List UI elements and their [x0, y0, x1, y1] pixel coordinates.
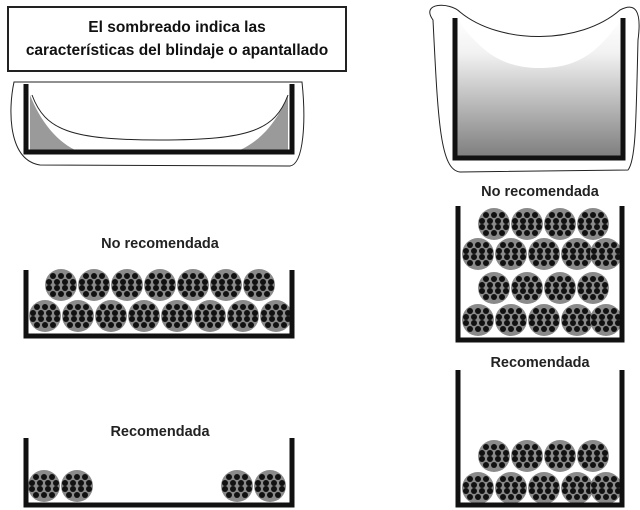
note-line-1: El sombreado indica las: [88, 19, 266, 36]
left-shield-diagram: [10, 81, 305, 167]
right-tray-recommended: [455, 370, 625, 508]
left-field-curve: [31, 94, 289, 141]
left-tray-2-walls: [23, 438, 295, 508]
right-shield-diagram: [429, 4, 640, 173]
label-right-recommended: Recomendada: [490, 355, 590, 371]
left-tray-recommended: [23, 438, 295, 508]
shielding-note-box: El sombreado indica las características …: [7, 6, 347, 72]
left-shield-tray: [23, 84, 295, 155]
right-field-gradient: [456, 18, 622, 158]
left-shield-outline: [10, 81, 305, 167]
label-right-not-recommended: No recomendada: [481, 184, 599, 200]
left-tray-1-walls: [23, 270, 295, 339]
right-tray-not-recommended: [455, 206, 625, 343]
note-line-2: características del blindaje o apantalla…: [25, 42, 329, 59]
right-shield-outline: [429, 4, 640, 173]
right-tray-2-walls: [455, 370, 625, 508]
right-shield-tray: [452, 18, 626, 161]
label-left-recommended: Recomendada: [110, 424, 210, 440]
left-shield-shade-right: [240, 95, 288, 150]
right-tray-1-walls: [455, 206, 625, 343]
label-left-not-recommended: No recomendada: [101, 236, 219, 252]
left-shield-shade-left: [30, 95, 75, 150]
left-tray-not-recommended: [23, 269, 295, 339]
